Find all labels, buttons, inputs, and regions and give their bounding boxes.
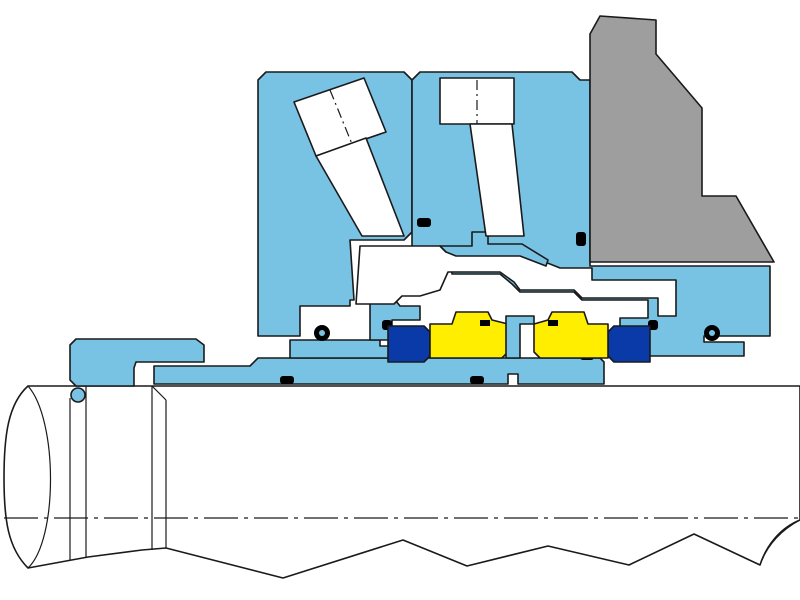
gland-orings bbox=[314, 218, 720, 341]
set-screw-icon bbox=[70, 387, 86, 403]
pump-housing-wall bbox=[589, 15, 775, 263]
sleeve-oring-left-icon bbox=[280, 376, 294, 384]
sleeve-oring-right-icon bbox=[470, 376, 484, 384]
flush-port-left bbox=[293, 77, 405, 237]
shaft bbox=[3, 385, 800, 579]
rotating-face-right bbox=[533, 311, 609, 359]
rotating-face-left bbox=[429, 311, 509, 359]
stationary-seat-left bbox=[387, 325, 431, 363]
flush-port-right bbox=[439, 77, 525, 237]
stationary-seat-right bbox=[607, 325, 651, 363]
oring-housing-icon bbox=[576, 232, 586, 246]
shaft-sleeve bbox=[153, 352, 605, 385]
sleeve-retainer bbox=[505, 315, 535, 359]
drive-collar bbox=[69, 338, 205, 403]
oring-gland-upper-icon bbox=[417, 218, 431, 227]
